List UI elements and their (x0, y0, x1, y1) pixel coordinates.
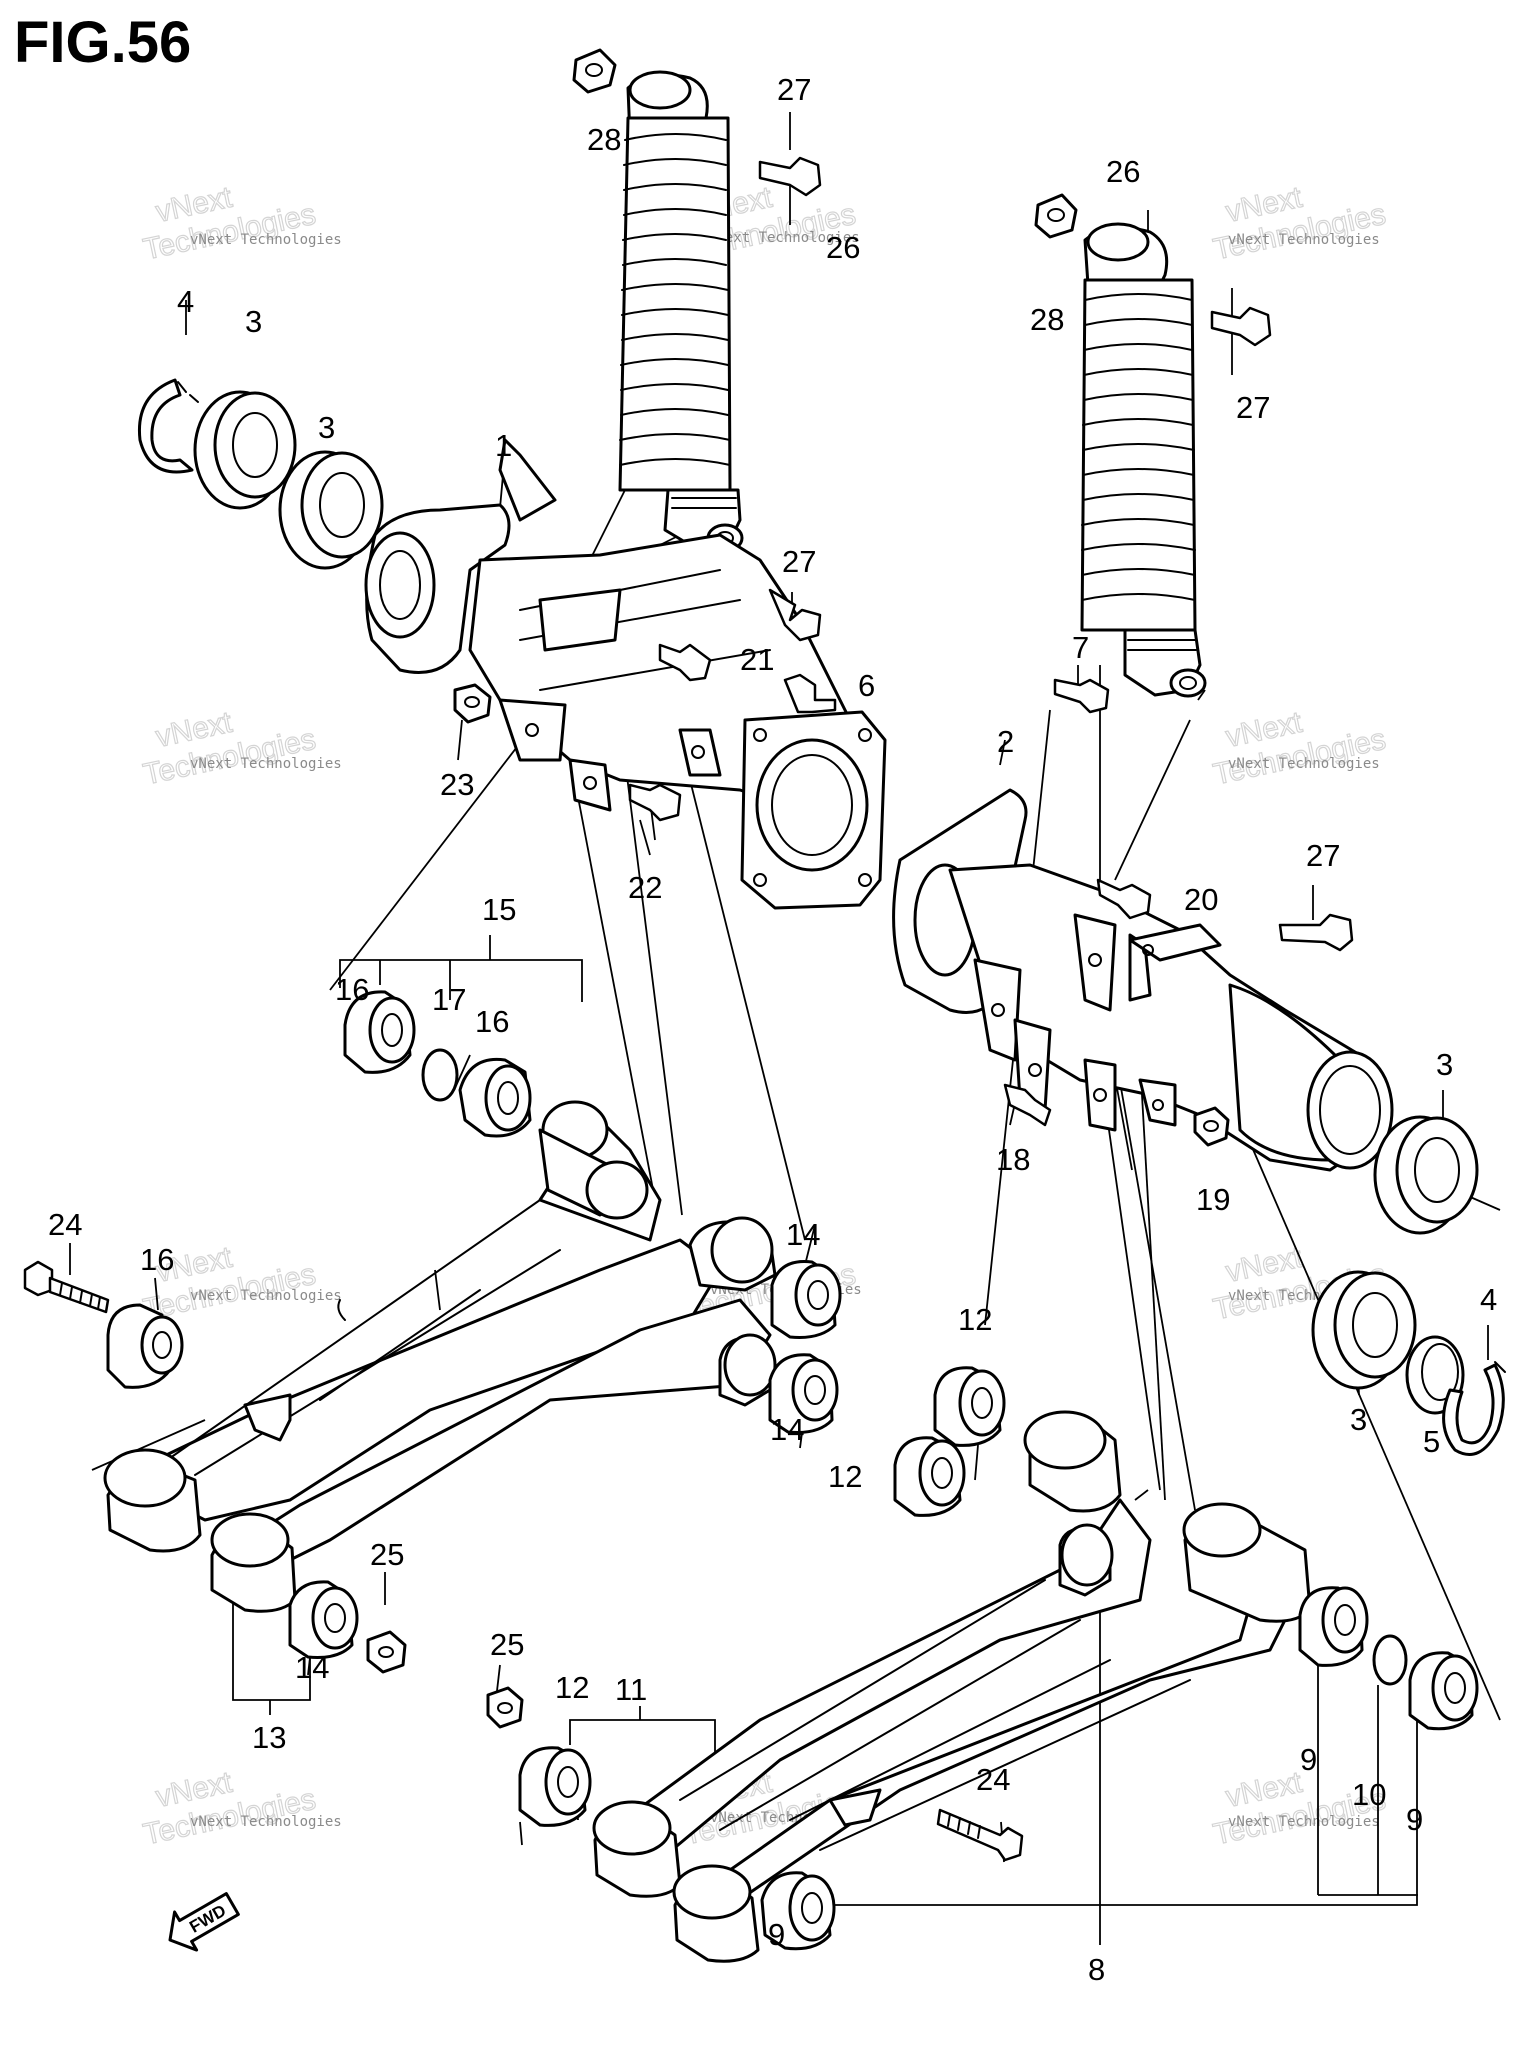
callout-27-top-left: 27 (777, 72, 811, 107)
callout-26-right: 26 (1106, 154, 1140, 189)
left-small-parts (453, 48, 837, 822)
fwd-arrow: FWD (168, 1892, 240, 1952)
callout-25-left: 25 (370, 1537, 404, 1572)
callout-4-left: 4 (177, 284, 194, 319)
watermark: vNext Technologies (1210, 705, 1389, 792)
callout-3-left-outer: 3 (245, 304, 262, 339)
callout-18: 18 (996, 1142, 1030, 1177)
callout-28-left: 28 (587, 122, 621, 157)
right-small-parts (1003, 193, 1354, 1147)
callout-10: 10 (1352, 1777, 1386, 1812)
callout-27-top-right: 27 (1236, 390, 1270, 425)
callout-28-right: 28 (1030, 302, 1064, 337)
watermark-text: vNext Technologies (1228, 1814, 1380, 1830)
callout-8: 8 (1088, 1952, 1105, 1987)
callout-13: 13 (252, 1720, 286, 1755)
callout-19: 19 (1196, 1182, 1230, 1217)
watermark: vNext Technologies (140, 180, 319, 267)
callout-3-right-outer: 3 (1436, 1047, 1453, 1082)
callout-25-lower: 25 (490, 1627, 524, 1662)
watermark-text: vNext Technologies (1228, 756, 1380, 772)
callout-17: 17 (432, 982, 466, 1017)
left-knuckle-hub (364, 438, 887, 910)
watermark-text: vNext Technologies (1228, 232, 1380, 248)
callout-16-left: 16 (140, 1242, 174, 1277)
callout-27-mid-left: 27 (782, 544, 816, 579)
callout-14-lower: 14 (770, 1412, 804, 1447)
watermark-text: vNext Technologies (190, 232, 342, 248)
watermark: vNext Technologies (1210, 180, 1389, 267)
watermark-text: vNext Technologies (190, 1814, 342, 1830)
callout-27-mid-right: 27 (1306, 838, 1340, 873)
callout-7: 7 (1072, 630, 1089, 665)
callout-12-middle: 12 (828, 1459, 862, 1494)
watermark-text: vNext Technologies (190, 756, 342, 772)
watermark-text: vNext Technologies (190, 1288, 342, 1304)
left-bearings (137, 378, 384, 570)
callout-12-upper: 12 (958, 1302, 992, 1337)
callout-1: 1 (495, 428, 512, 463)
callout-23: 23 (440, 767, 474, 802)
watermark: vNext Technologies (140, 705, 319, 792)
figure-title: FIG.56 (14, 10, 191, 75)
callout-5: 5 (1423, 1424, 1440, 1459)
callout-15: 15 (482, 892, 516, 927)
left-shock-absorber (618, 70, 744, 553)
callout-14-bottom: 14 (295, 1650, 329, 1685)
callout-6: 6 (858, 668, 875, 703)
callout-24-left: 24 (48, 1207, 82, 1242)
callout-12-lower: 12 (555, 1670, 589, 1705)
right-arm-bushings (486, 1366, 1479, 1951)
callout-14-upper: 14 (786, 1217, 820, 1252)
callout-3-left-inner: 3 (318, 410, 335, 445)
callout-20: 20 (1184, 882, 1218, 917)
callout-3-right-inner: 3 (1350, 1402, 1367, 1437)
callout-16-top-right: 16 (475, 1004, 509, 1039)
callout-9-right-inner: 9 (1300, 1742, 1317, 1777)
callout-24-lower: 24 (976, 1762, 1010, 1797)
right-lower-arm (592, 1410, 1312, 1963)
callout-21: 21 (740, 642, 774, 677)
callout-2: 2 (997, 724, 1014, 759)
callout-11: 11 (615, 1672, 647, 1707)
callout-26-left: 26 (826, 230, 860, 265)
right-bearings (1311, 1115, 1506, 1456)
callout-9-right-outer: 9 (1406, 1802, 1423, 1837)
callout-16-top-left: 16 (335, 972, 369, 1007)
callout-22: 22 (628, 870, 662, 905)
watermark: vNext Technologies (140, 1765, 319, 1852)
left-lower-arm (103, 1100, 777, 1613)
right-shock-absorber (1080, 222, 1207, 698)
callout-9-lower: 9 (768, 1917, 785, 1952)
callout-labels: 28 27 26 4 3 3 1 27 21 6 23 22 26 28 27 … (48, 72, 1497, 1987)
callout-4-right: 4 (1480, 1282, 1497, 1317)
left-arm-bushings (23, 990, 842, 1674)
watermark-text: vNext Technologies (708, 230, 860, 246)
